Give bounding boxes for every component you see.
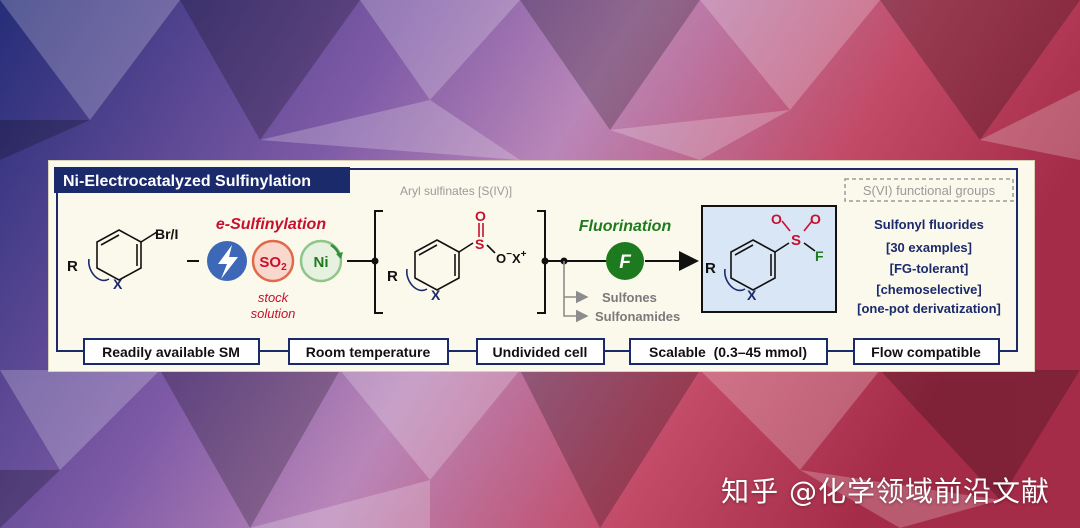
feature-box-undivided-cell: Undivided cell (476, 338, 605, 365)
header-tab: Ni-Electrocatalyzed Sulfinylation (54, 167, 350, 193)
sulfinate-o-label: O (475, 208, 486, 224)
svi-groups-label: S(VI) functional groups (863, 183, 996, 198)
header-title: Ni-Electrocatalyzed Sulfinylation (63, 173, 311, 190)
nickel-catalyst: Ni (299, 239, 343, 283)
start-r-label: R (67, 258, 78, 275)
ni-label: Ni (314, 254, 329, 271)
fluorination-label: Fluorination (579, 218, 672, 235)
results-line-1: [30 examples] (886, 240, 972, 255)
results-title: Sulfonyl fluorides (874, 217, 984, 232)
results-line-3: [chemoselective] (876, 282, 982, 297)
results-line-2: [FG-tolerant] (890, 261, 969, 276)
feature-label: Undivided cell (493, 344, 588, 360)
so2-reagent: SO2 (251, 239, 295, 283)
feature-label: Flow compatible (871, 344, 981, 360)
feature-label: Readily available SM (102, 344, 240, 360)
sulfinate-x-label: X (431, 287, 441, 303)
electricity-icon (207, 241, 247, 281)
fluorine-reagent-label: F (619, 252, 632, 273)
product-highlight-box (701, 205, 837, 313)
product-o2-label: O (810, 211, 821, 227)
svi-groups-box (844, 178, 1014, 202)
side-branch-arrows (563, 261, 587, 317)
start-halide-label: Br/I (155, 226, 178, 242)
aryl-sulfinates-label: Aryl sulfinates [S(IV)] (400, 184, 512, 198)
product-x-label: X (747, 287, 757, 303)
feature-box-flow-compatible: Flow compatible (853, 338, 1000, 365)
product-f-label: F (815, 248, 824, 264)
left-bracket (374, 210, 383, 314)
frame-outline (56, 168, 1018, 352)
watermark: 知乎 @化学领域前沿文献 (721, 475, 1050, 508)
aryl-sulfinate-structure (406, 223, 496, 292)
side-product-sulfones: Sulfones (602, 290, 657, 305)
product-o1-label: O (771, 211, 782, 227)
results-line-4: [one-pot derivatization] (857, 301, 1001, 316)
solution-label: solution (251, 306, 296, 321)
start-x-label: X (113, 276, 123, 292)
feature-label: Room temperature (306, 344, 431, 360)
sulfinate-r-label: R (387, 268, 398, 285)
e-sulfinylation-label: e-Sulfinylation (216, 216, 326, 233)
side-product-sulfonamides: Sulfonamides (595, 309, 680, 324)
fluorine-reagent: F (606, 242, 644, 280)
sulfinate-anion-label: O−X+ (496, 249, 527, 266)
product-r-label: R (705, 260, 716, 277)
scheme-panel: Ni-Electrocatalyzed Sulfinylation Aryl s… (48, 160, 1035, 372)
feature-box-scalable: Scalable (0.3–45 mmol) (629, 338, 828, 365)
reaction-scheme: Ni-Electrocatalyzed Sulfinylation Aryl s… (54, 167, 1018, 365)
so2-label: SO2 (259, 254, 287, 273)
feature-box-room-temperature: Room temperature (288, 338, 449, 365)
feature-label: Scalable (0.3–45 mmol) (649, 344, 807, 360)
aryl-halide-structure (88, 229, 158, 282)
sulfinate-s-label: S (475, 236, 484, 252)
stock-label: stock (258, 290, 290, 305)
sulfonyl-fluoride-structure (724, 220, 816, 292)
product-s-label: S (791, 232, 801, 249)
feature-box-readily-available: Readily available SM (83, 338, 260, 365)
